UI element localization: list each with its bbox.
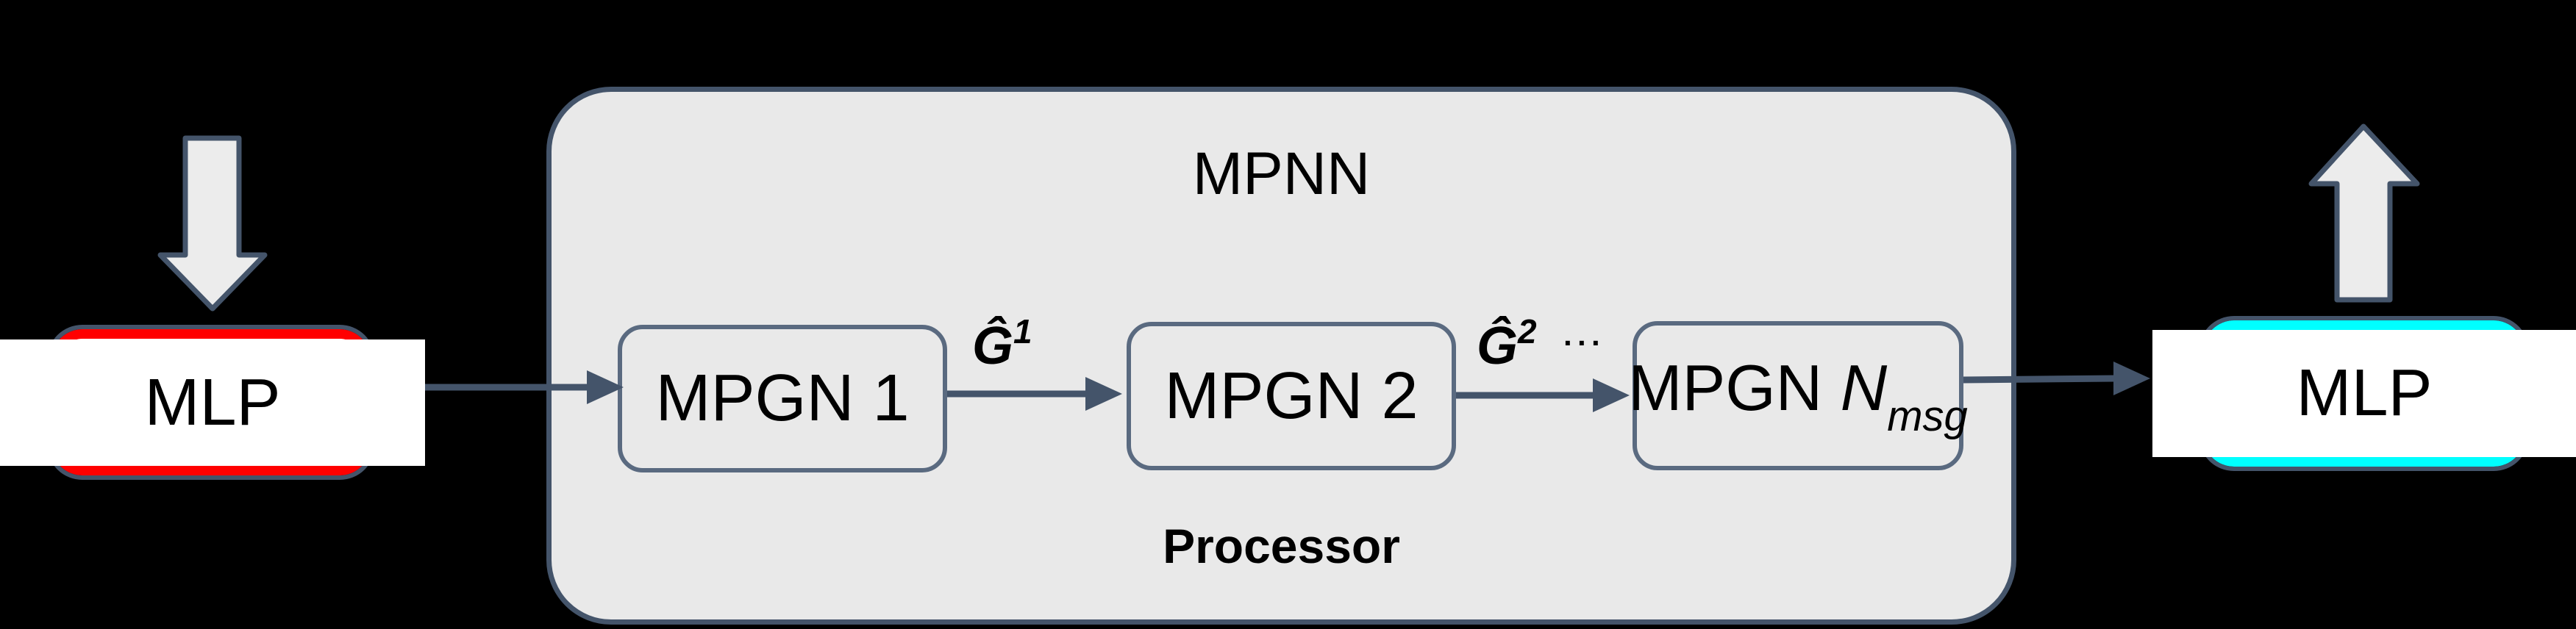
edge-label-g1: Ĝ1 xyxy=(972,312,1032,375)
mpgn-nmsg-box: MPGN Nmsg xyxy=(1628,321,1968,470)
mpgn-nmsg-label: MPGN Nmsg xyxy=(1628,351,1968,440)
mpgn1-box: MPGN 1 xyxy=(618,325,947,472)
up-arrow-icon xyxy=(2308,123,2420,303)
g2-superscript: 2 xyxy=(1518,312,1537,351)
mpnn-title: MPNN xyxy=(1192,140,1371,207)
nmsg-variable: N xyxy=(1840,351,1888,424)
mpgn2-label: MPGN 2 xyxy=(1164,359,1419,433)
mpgn2-box: MPGN 2 xyxy=(1127,322,1456,470)
edge-label-g2: Ĝ2 xyxy=(1477,312,1537,375)
encoder-label: MLP xyxy=(144,365,281,439)
mpgn1-label: MPGN 1 xyxy=(655,362,910,435)
ellipsis-label: ··· xyxy=(1563,326,1605,360)
g1-superscript: 1 xyxy=(1013,312,1032,351)
edge-mpgn2-to-mpgnN xyxy=(1456,378,1630,412)
edge-mpgn1-to-mpgn2 xyxy=(947,377,1122,411)
encoder-node: MLP xyxy=(0,339,425,466)
edge-encoder-to-mpgn1 xyxy=(425,370,624,404)
nmsg-subscript: msg xyxy=(1887,392,1968,440)
edge-mpgnN-to-decoder xyxy=(1963,362,2150,395)
decoder-label: MLP xyxy=(2296,356,2433,430)
processor-caption: Processor xyxy=(1163,519,1400,573)
decoder-node: MLP xyxy=(2152,330,2576,457)
down-arrow-icon xyxy=(157,135,268,312)
